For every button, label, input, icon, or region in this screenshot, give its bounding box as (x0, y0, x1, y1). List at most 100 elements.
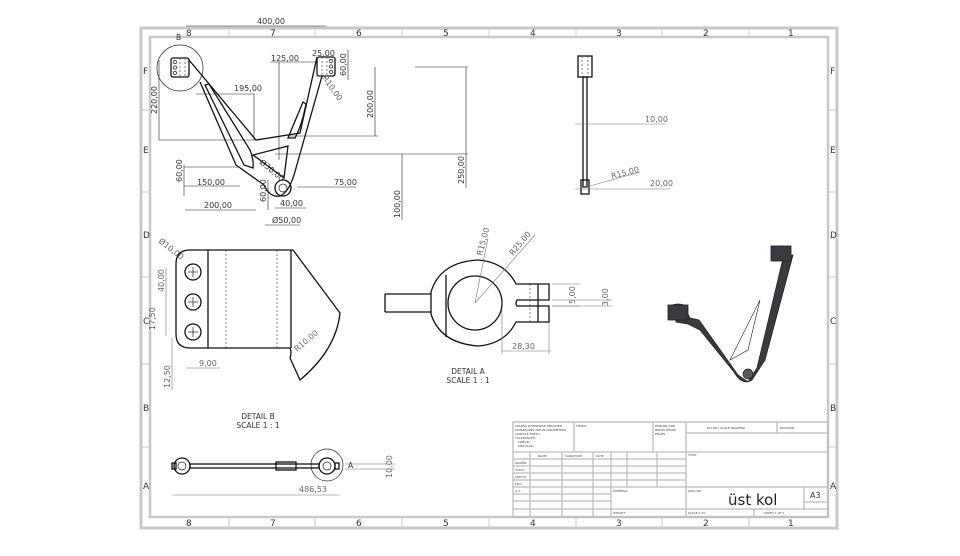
sheet-size: A3 (810, 491, 821, 500)
outer-frame (139, 26, 839, 530)
svg-text:A: A (830, 482, 837, 492)
svg-text:100,00: 100,00 (393, 190, 402, 218)
svg-text:400,00: 400,00 (257, 17, 285, 26)
svg-text:TITLE:: TITLE: (687, 453, 697, 457)
detail-b-circle (156, 44, 204, 92)
svg-text:220,00: 220,00 (150, 86, 159, 114)
svg-text:CHK'D: CHK'D (515, 468, 525, 472)
svg-text:17,50: 17,50 (148, 307, 157, 330)
svg-text:60,00: 60,00 (175, 159, 184, 182)
svg-text:FINISH:: FINISH: (576, 424, 587, 428)
svg-text:486,53: 486,53 (299, 485, 327, 494)
svg-text:LINEAR:: LINEAR: (518, 440, 530, 444)
svg-text:APPV'D: APPV'D (515, 475, 527, 479)
svg-text:SHEET 1 OF 1: SHEET 1 OF 1 (764, 511, 785, 515)
svg-text:7: 7 (270, 29, 276, 39)
svg-text:60,00: 60,00 (339, 53, 348, 76)
svg-text:F: F (830, 67, 835, 77)
bottom-view[interactable]: A 486,53 10,00 (171, 448, 395, 496)
svg-text:R15,00: R15,00 (610, 165, 640, 181)
svg-text:5: 5 (443, 519, 449, 529)
svg-text:5,00: 5,00 (568, 286, 577, 304)
svg-text:B: B (830, 404, 836, 414)
zone-labels-rows: F E D C B A F E D C B A (143, 67, 837, 492)
svg-text:A: A (143, 482, 150, 492)
svg-text:B: B (143, 404, 149, 414)
svg-text:5: 5 (443, 29, 449, 39)
svg-text:NAME: NAME (538, 454, 547, 458)
svg-text:4: 4 (530, 519, 536, 529)
svg-text:75,00: 75,00 (334, 178, 357, 187)
svg-text:20,00: 20,00 (650, 179, 673, 188)
svg-text:40,00: 40,00 (157, 269, 166, 292)
svg-text:8: 8 (186, 519, 192, 529)
svg-text:7: 7 (270, 519, 276, 529)
svg-text:WEIGHT:: WEIGHT: (613, 511, 626, 515)
svg-text:DO NOT SCALE DRAWING: DO NOT SCALE DRAWING (707, 426, 746, 430)
svg-text:8: 8 (186, 29, 192, 39)
isometric-view[interactable] (667, 245, 794, 383)
svg-text:25,00: 25,00 (312, 49, 335, 58)
svg-text:ANGULAR:: ANGULAR: (518, 444, 534, 448)
svg-text:1: 1 (788, 29, 794, 39)
svg-text:6: 6 (356, 29, 362, 39)
detail-b-view[interactable]: Ø10,00 40,00 17,50 12,50 9,00 R10,00 DET… (148, 236, 341, 430)
svg-text:200,00: 200,00 (366, 90, 375, 118)
svg-text:6: 6 (356, 519, 362, 529)
svg-text:EDGES: EDGES (655, 432, 665, 436)
svg-text:R10,00: R10,00 (293, 328, 321, 353)
svg-text:12,50: 12,50 (163, 365, 172, 388)
svg-text:4: 4 (530, 29, 536, 39)
svg-text:9,00: 9,00 (199, 359, 217, 368)
inner-frame (148, 35, 830, 519)
svg-text:TOLERANCES:: TOLERANCES: (514, 436, 536, 440)
svg-text:C: C (143, 317, 149, 327)
zone-labels-columns: 8 7 6 5 4 3 2 1 8 7 6 5 4 3 2 1 (186, 29, 794, 529)
detail-b-marker: B (176, 33, 181, 42)
svg-text:28,30: 28,30 (512, 342, 535, 351)
detail-b-label: DETAIL B (241, 412, 275, 421)
svg-text:SIGNATURE: SIGNATURE (565, 454, 582, 458)
svg-text:3,00: 3,00 (601, 288, 610, 306)
svg-text:C: C (830, 317, 836, 327)
detail-b-scale: SCALE 1 : 1 (236, 421, 279, 430)
svg-text:40,00: 40,00 (280, 199, 303, 208)
svg-text:3: 3 (616, 29, 622, 39)
part-title: üst kol (728, 491, 777, 509)
svg-text:200,00: 200,00 (204, 201, 232, 210)
svg-text:E: E (143, 146, 149, 156)
svg-text:DIMENSIONS ARE IN MILLIMETERS: DIMENSIONS ARE IN MILLIMETERS (515, 428, 566, 432)
svg-text:10,00: 10,00 (385, 455, 394, 478)
svg-text:F: F (143, 67, 148, 77)
svg-text:60,00: 60,00 (259, 179, 268, 202)
svg-text:UNLESS OTHERWISE SPECIFIED:: UNLESS OTHERWISE SPECIFIED: (515, 424, 563, 428)
svg-text:Ø50,00: Ø50,00 (272, 215, 301, 225)
svg-text:195,00: 195,00 (234, 84, 262, 93)
zone-ticks (141, 28, 837, 528)
detail-a-scale: SCALE 1 : 1 (446, 376, 489, 385)
svg-text:2: 2 (703, 29, 709, 39)
svg-text:1: 1 (788, 519, 794, 529)
svg-text:DRAWN: DRAWN (515, 461, 526, 465)
svg-text:R15,00: R15,00 (475, 227, 491, 257)
side-view[interactable]: 10,00 R15,00 20,00 (575, 55, 673, 195)
detail-a-view[interactable]: R15,00 R25,00 5,00 3,00 28,30 DETAIL A S… (384, 227, 612, 385)
svg-text:R25,00: R25,00 (508, 230, 533, 258)
svg-text:10,00: 10,00 (645, 115, 668, 124)
svg-text:BREAK SHARP: BREAK SHARP (655, 428, 676, 432)
svg-text:SURFACE FINISH:: SURFACE FINISH: (515, 432, 541, 436)
detail-a-circle (310, 448, 344, 482)
svg-text:125,00: 125,00 (271, 54, 299, 63)
svg-text:DATE: DATE (596, 454, 604, 458)
svg-text:Ø10,00: Ø10,00 (157, 236, 186, 262)
svg-text:MFG: MFG (515, 482, 522, 486)
svg-text:SCALE:1:10: SCALE:1:10 (688, 511, 705, 515)
front-view[interactable]: B 400,00 220,00 125,00 25,00 60,00 R10,0… (150, 17, 468, 226)
detail-a-marker: A (348, 461, 354, 470)
svg-text:2: 2 (703, 519, 709, 529)
svg-text:250,00: 250,00 (457, 156, 466, 184)
title-block: UNLESS OTHERWISE SPECIFIED: DIMENSIONS A… (512, 421, 829, 518)
svg-text:E: E (830, 146, 836, 156)
svg-text:DWG NO.: DWG NO. (688, 489, 702, 493)
